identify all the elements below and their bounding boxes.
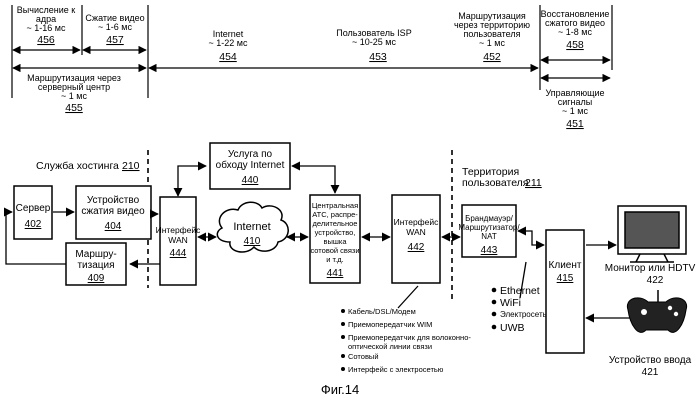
wan-type-1: Приемопередатчик WIM (348, 320, 432, 329)
t453-number: 453 (369, 51, 387, 63)
hosting-label: Служба хостинга (36, 160, 119, 172)
firewall-number: 443 (481, 245, 498, 256)
t453-line2: ~ 10-25 мс (352, 37, 396, 47)
central-label-1: Центральная (312, 201, 358, 210)
premises-number: 211 (525, 177, 542, 189)
input-number: 421 (642, 367, 659, 378)
central-label-3: делительное (313, 219, 358, 228)
t458-number: 458 (566, 39, 584, 51)
central-label-4: устройство, (315, 228, 356, 237)
client-label: Клиент (549, 260, 582, 271)
home-link-0: Ethernet (500, 285, 540, 297)
routing-number: 409 (88, 273, 105, 284)
t458-line3: ~ 1-8 мс (558, 27, 592, 37)
routing-label-2: тизация (77, 260, 114, 271)
central-label-6: сотовой связи (310, 246, 359, 255)
compression-label-1: Устройство (87, 195, 140, 206)
server-label: Сервер (16, 203, 51, 214)
compression-label-2: сжатия видео (81, 206, 145, 217)
wan444-label-2: WAN (168, 235, 188, 245)
t455-number: 455 (65, 102, 83, 114)
bypass-label-1: Услуга по (228, 149, 273, 160)
t457-line2: ~ 1-6 мс (98, 22, 132, 32)
wan444-number: 444 (170, 248, 187, 259)
wan-type-2: Приемопередатчик для волоконно- (348, 333, 471, 342)
internet-label: Internet (233, 221, 270, 233)
client-block (546, 230, 584, 353)
hosting-number: 210 (122, 160, 140, 172)
t454-line2: ~ 1-22 мс (209, 38, 248, 48)
central-label-2: АТС, распре- (312, 210, 358, 219)
wan-type-5: Интерфейс с электросетью (348, 365, 444, 374)
home-link-3: UWB (500, 322, 525, 334)
t455-line3: ~ 1 мс (61, 91, 87, 101)
bypass-number: 440 (242, 175, 259, 186)
firewall-label-1: Брандмауэр/ (465, 214, 514, 223)
wan-type-4: Сотовый (348, 352, 379, 361)
t456-line3: ~ 1-16 мс (27, 23, 66, 33)
wan-interface-442 (392, 195, 440, 283)
central-label-5: вышка (323, 237, 347, 246)
wan442-label-2: WAN (406, 227, 426, 237)
internet-number: 410 (244, 236, 261, 247)
monitor-number: 422 (647, 275, 664, 286)
t452-line4: ~ 1 мс (479, 38, 505, 48)
firewall-label-3: NAT (481, 232, 497, 241)
input-label: Устройство ввода (609, 355, 692, 366)
wan-types-pointer (398, 286, 418, 308)
t454-number: 454 (219, 51, 237, 63)
gamepad-icon (627, 290, 686, 332)
server-number: 402 (25, 219, 42, 230)
figure-caption: Фиг.14 (321, 382, 359, 397)
t451-line3: ~ 1 мс (562, 106, 588, 116)
link-firewall-client (518, 231, 544, 245)
link-wan-bypass (178, 166, 206, 196)
central-label-7: и т.д. (326, 255, 343, 264)
wan442-label-1: Интерфейс (394, 217, 440, 227)
home-link-1: WiFi (500, 297, 521, 309)
bypass-label-2: обходу Internet (216, 159, 285, 171)
wan-type-3: оптической линии связи (348, 342, 432, 351)
monitor-icon (618, 206, 686, 262)
t457-number: 457 (106, 34, 124, 46)
wan-type-0: Кабель/DSL/Модем (348, 307, 416, 316)
premises-label-2: пользователя (462, 177, 529, 189)
routing-label-1: Маршру- (75, 249, 116, 260)
monitor-label: Монитор или HDTV (605, 263, 696, 274)
t452-number: 452 (483, 51, 501, 63)
home-link-2: Электросеть (500, 310, 547, 319)
client-number: 415 (557, 273, 574, 284)
t456-number: 456 (37, 34, 55, 46)
t451-number: 451 (566, 118, 584, 130)
firewall-label-2: Маршрутизатор/ (458, 223, 520, 232)
compression-number: 404 (105, 221, 122, 232)
link-bypass-central (292, 166, 335, 193)
wan444-label-1: Интерфейс (156, 225, 202, 235)
wan442-number: 442 (408, 242, 425, 253)
central-number: 441 (327, 268, 344, 279)
